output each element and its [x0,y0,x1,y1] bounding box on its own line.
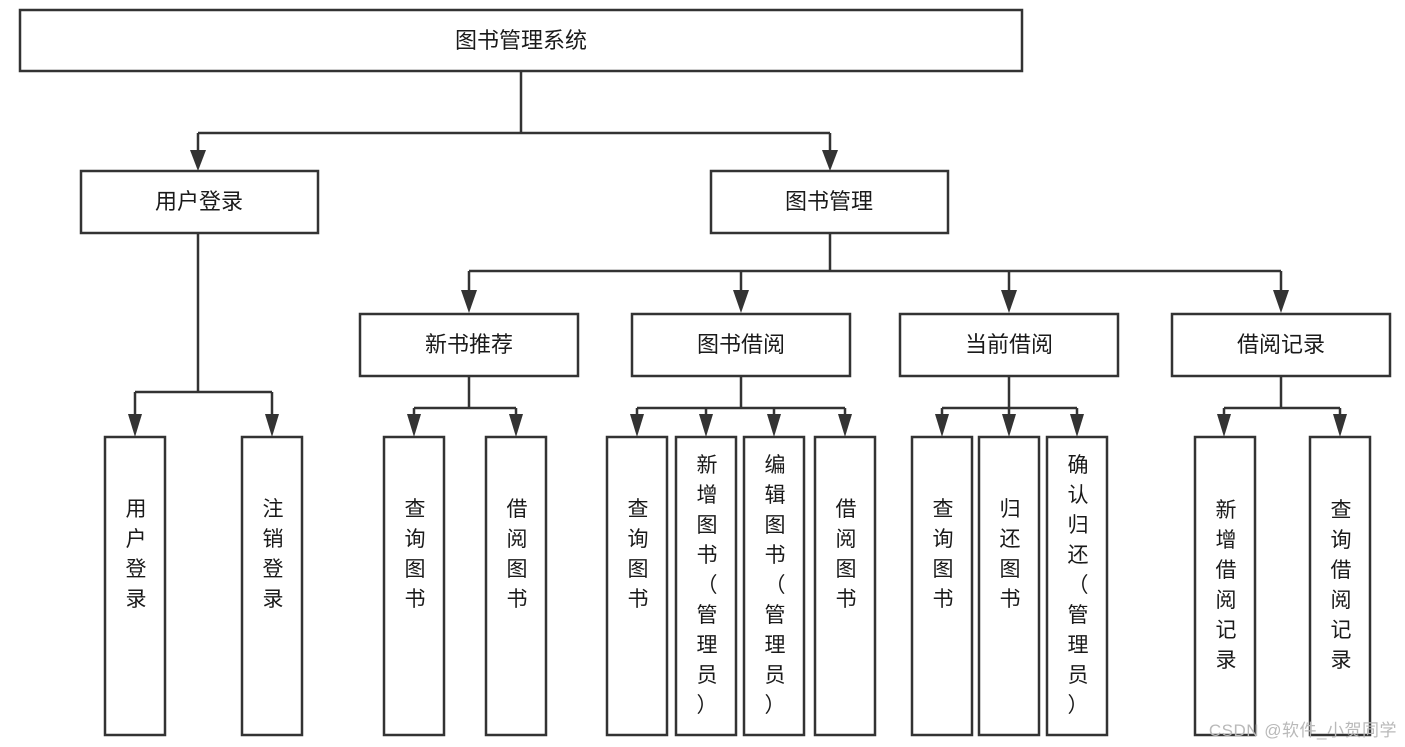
arrow-bookmgmt-to-newbook [461,290,477,313]
node-book-mgmt[interactable]: 图书管理 [709,169,950,235]
leaf-query-book-1-label: 查询图书 [405,498,426,611]
leaf-borrow-book-1[interactable]: 借阅图书 [484,435,548,737]
leaf-return-book-box[interactable] [977,435,1041,737]
leaf-query-book-1-box[interactable] [382,435,446,737]
node-book-mgmt-label: 图书管理 [785,189,873,214]
leaf-query-book-1[interactable]: 查询图书 [382,435,446,737]
node-root-box[interactable] [18,8,1024,73]
node-new-book-box[interactable] [358,312,580,378]
arrow-bookmgmt-to-current [1001,290,1017,313]
leaf-query-book-3-box[interactable] [910,435,974,737]
leaf-query-book-2-label: 查询图书 [628,498,649,611]
arrow-borrow-to-l4 [838,414,852,437]
arrow-root-to-book-mgmt [822,150,838,171]
node-borrow-record-box[interactable] [1170,312,1392,378]
arrow-bookmgmt-to-borrow [733,290,749,313]
arrow-root-to-user-login [190,150,206,171]
leaf-borrow-book-2-label: 借阅图书 [836,498,857,611]
leaf-user-login-box[interactable] [103,435,167,737]
leaf-edit-book[interactable]: 编辑图书（管理员） [742,435,806,737]
leaf-borrow-book-2[interactable]: 借阅图书 [813,435,877,737]
arrow-current-to-l1 [935,414,949,437]
node-new-book-label: 新书推荐 [425,332,513,357]
leaf-borrow-book-1-label: 借阅图书 [507,498,528,611]
arrow-userlogin-to-l2 [265,414,279,437]
node-current-borrow-box[interactable] [898,312,1120,378]
leaf-borrow-book-2-box[interactable] [813,435,877,737]
leaf-edit-book-box[interactable] [742,435,806,737]
leaf-query-book-2-box[interactable] [605,435,669,737]
arrow-bookmgmt-to-record [1273,290,1289,313]
leaf-borrow-book-1-box[interactable] [484,435,548,737]
arrow-borrow-to-l3 [767,414,781,437]
leaf-query-record-box[interactable] [1308,435,1372,737]
node-borrow[interactable]: 图书借阅 [630,312,852,378]
arrow-current-to-l2 [1002,414,1016,437]
node-current-borrow[interactable]: 当前借阅 [898,312,1120,378]
leaf-confirm-return[interactable]: 确认归还（管理员） [1045,435,1109,737]
leaf-logout-box[interactable] [240,435,304,737]
arrow-current-to-l3 [1070,414,1084,437]
node-user-login-box[interactable] [79,169,320,235]
node-borrow-record-label: 借阅记录 [1237,332,1325,357]
leaf-add-book[interactable]: 新增图书（管理员） [674,435,738,737]
leaf-user-login-label: 用户登录 [126,498,147,611]
node-root-label: 图书管理系统 [455,28,587,53]
node-user-login[interactable]: 用户登录 [79,169,320,235]
leaf-add-record-label: 新增借阅记录 [1216,499,1237,672]
leaf-query-book-2[interactable]: 查询图书 [605,435,669,737]
arrow-newbook-to-l1 [407,414,421,437]
leaf-add-record-box[interactable] [1193,435,1257,737]
node-current-borrow-label: 当前借阅 [965,332,1053,357]
arrow-userlogin-to-l1 [128,414,142,437]
arrow-record-to-l2 [1333,414,1347,437]
leaf-user-login[interactable]: 用户登录 [103,435,167,737]
leaf-logout-label: 注销登录 [263,498,284,611]
leaf-query-record[interactable]: 查询借阅记录 [1308,435,1372,737]
leaf-add-record[interactable]: 新增借阅记录 [1193,435,1257,737]
node-root[interactable]: 图书管理系统 [18,8,1024,73]
node-new-book[interactable]: 新书推荐 [358,312,580,378]
leaf-add-book-label: 新增图书（管理员） [697,454,718,717]
leaf-edit-book-label: 编辑图书（管理员） [765,454,786,717]
leaf-confirm-return-label: 确认归还（管理员） [1068,454,1089,717]
leaf-query-book-3[interactable]: 查询图书 [910,435,974,737]
leaf-confirm-return-box[interactable] [1045,435,1109,737]
arrow-borrow-to-l2 [699,414,713,437]
arrow-newbook-to-l2 [509,414,523,437]
arrow-record-to-l1 [1217,414,1231,437]
node-borrow-box[interactable] [630,312,852,378]
leaf-query-record-label: 查询借阅记录 [1331,499,1352,672]
leaf-query-book-3-label: 查询图书 [933,498,954,611]
node-borrow-label: 图书借阅 [697,332,785,357]
node-user-login-label: 用户登录 [155,189,243,214]
leaf-add-book-box[interactable] [674,435,738,737]
leaf-return-book-label: 归还图书 [1000,498,1021,611]
connector-layer [128,71,1347,437]
arrow-borrow-to-l1 [630,414,644,437]
leaf-logout[interactable]: 注销登录 [240,435,304,737]
node-book-mgmt-box[interactable] [709,169,950,235]
leaf-return-book[interactable]: 归还图书 [977,435,1041,737]
node-borrow-record[interactable]: 借阅记录 [1170,312,1392,378]
